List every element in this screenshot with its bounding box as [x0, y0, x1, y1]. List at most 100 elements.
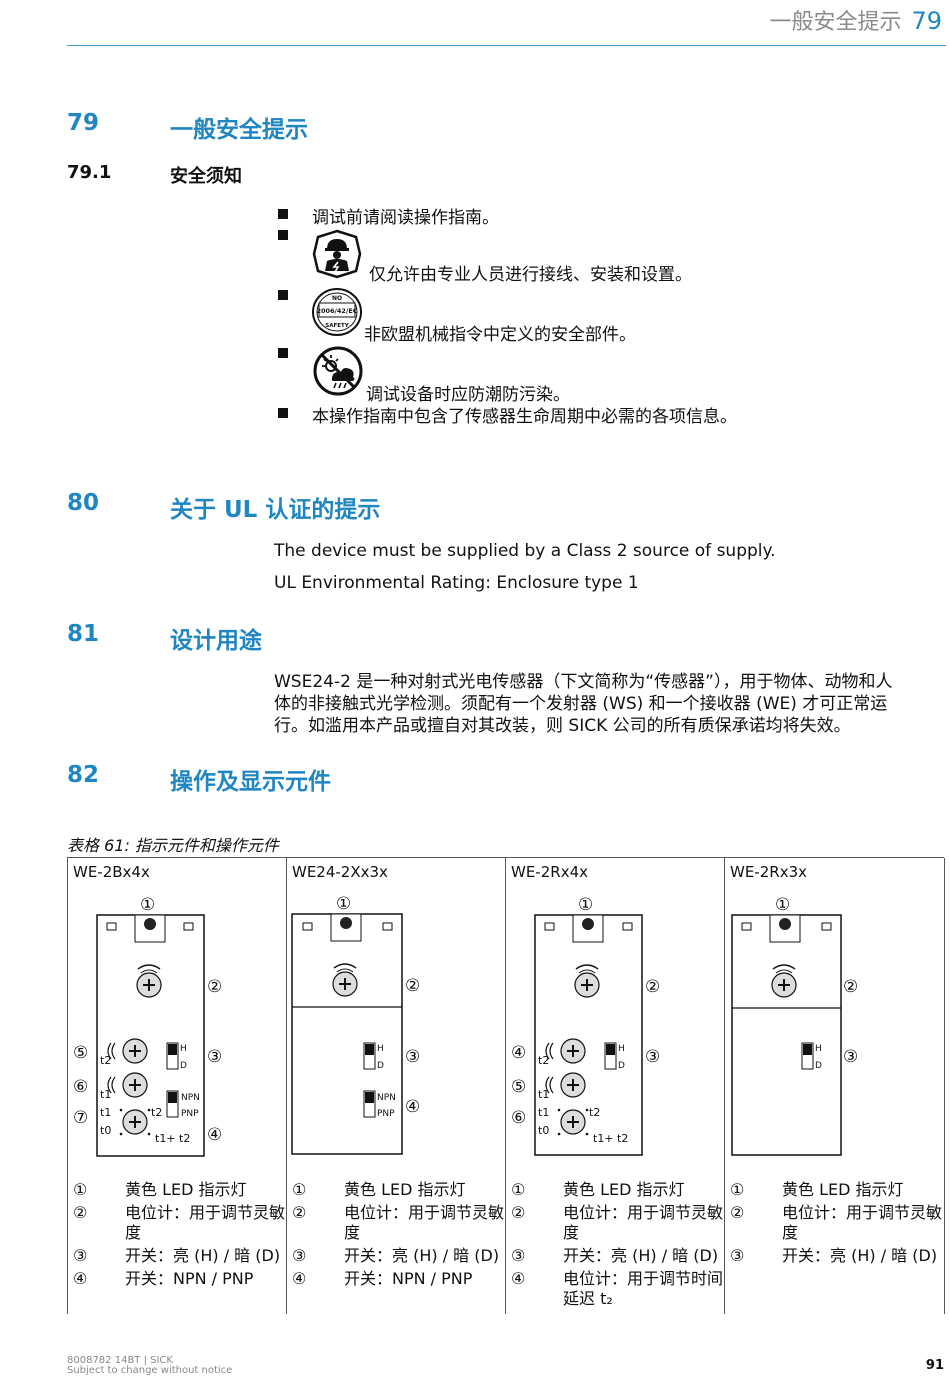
table-caption: 表格 61: 指示元件和操作元件 [67, 836, 279, 855]
legend-text: 开关：亮 (H) / 暗 (D) [563, 1246, 719, 1265]
intended-use-line: WSE24-2 是一种对射式光电传感器（下文简称为“传感器”），用于物体、动物和… [274, 672, 893, 692]
section-79-1-number: 79.1 [67, 162, 112, 183]
legend-text: 开关：亮 (H) / 暗 (D) [782, 1246, 938, 1265]
callout-1: ① [140, 895, 155, 915]
sensor-diagram-we-2bx4x: ① ② t2 ⑤ t1 ⑥ t1 t0 [73, 895, 222, 1157]
legend-text: 电位计：用于调节灵敏度 [344, 1203, 505, 1242]
callout-4: ④ [405, 1097, 420, 1117]
label-t1: t1 [100, 1088, 111, 1101]
callout-4: ④ [207, 1125, 222, 1145]
label-t2: t2 [100, 1054, 111, 1067]
legend-item: ③ 开关：亮 (H) / 暗 (D) [511, 1246, 725, 1266]
callout-6: ⑥ [511, 1108, 526, 1128]
safety-item-read-manual: 调试前请阅读操作指南。 [312, 208, 499, 228]
running-header: 一般安全提示 79 [769, 4, 942, 36]
callout-2: ② [843, 977, 858, 997]
legend-text: 开关：亮 (H) / 暗 (D) [125, 1246, 281, 1265]
label-h: H [180, 1044, 187, 1054]
legend-number: ② [73, 1203, 88, 1222]
legend-number: ① [730, 1180, 745, 1199]
label-pnp: PNP [181, 1109, 199, 1119]
callout-4: ④ [511, 1043, 526, 1063]
label-npn: NPN [377, 1093, 396, 1103]
running-header-page-number: 79 [911, 7, 942, 35]
section-82-number: 82 [67, 762, 100, 788]
label-t1-plus-t2: t1+ t2 [155, 1132, 190, 1145]
sensor-diagram-we-2rx3x: ① ② H D ③ [731, 895, 858, 1156]
legend-number: ④ [292, 1269, 307, 1288]
legend-number: ① [292, 1180, 307, 1199]
callout-2: ② [207, 977, 222, 997]
legend-item: ④ 电位计：用于调节时间延迟 t₂ [511, 1269, 725, 1309]
label-t2: t2 [538, 1054, 549, 1067]
no-safety-icon-line2: 2006/42/EC [316, 307, 357, 315]
column-header: WE-2Rx4x [511, 863, 588, 881]
section-82-title: 操作及显示元件 [170, 769, 331, 795]
table-column-we24-2xx3x: WE24-2Xx3x ① ② H D ③ [286, 858, 506, 1314]
section-79-number: 79 [67, 110, 100, 136]
callout-3: ③ [405, 1047, 420, 1067]
elements-table: WE-2Bx4x ① ② t2 ⑤ [67, 857, 945, 1314]
label-d: D [618, 1061, 625, 1071]
callout-5: ⑤ [73, 1043, 88, 1063]
no-safety-icon-line3: SAFETY [325, 323, 349, 329]
legend-text: 电位计：用于调节灵敏度 [782, 1203, 943, 1242]
label-t0: t0 [538, 1124, 549, 1137]
table-column-we-2rx3x: WE-2Rx3x ① ② H D ③ [724, 858, 945, 1314]
label-t1-plus-t2: t1+ t2 [593, 1132, 628, 1145]
section-80-title: 关于 UL 认证的提示 [170, 497, 381, 523]
list-bullet [278, 408, 288, 418]
table-column-we-2bx4x: WE-2Bx4x ① ② t2 ⑤ [67, 858, 287, 1314]
legend-text: 黄色 LED 指示灯 [344, 1180, 466, 1199]
footer-notice: Subject to change without notice [67, 1365, 233, 1376]
label-pnp: PNP [377, 1109, 395, 1119]
running-header-title: 一般安全提示 [769, 10, 902, 35]
safety-item-qualified-personnel: 仅允许由专业人员进行接线、安装和设置。 [369, 265, 692, 285]
safety-item-not-safety-component: 非欧盟机械指令中定义的安全部件。 [364, 325, 636, 345]
legend-text: 黄色 LED 指示灯 [125, 1180, 247, 1199]
qualified-personnel-icon [312, 229, 362, 283]
legend-text: 开关：NPN / PNP [344, 1269, 473, 1288]
legend-text: 电位计：用于调节灵敏度 [563, 1203, 724, 1242]
callout-1: ① [336, 894, 351, 914]
column-header: WE-2Bx4x [73, 863, 150, 881]
list-bullet [278, 290, 288, 300]
legend-number: ③ [292, 1246, 307, 1265]
ul-class2-text: The device must be supplied by a Class 2… [274, 541, 776, 561]
label-h: H [815, 1044, 822, 1054]
label-t1: t1 [538, 1106, 549, 1119]
legend-number: ③ [511, 1246, 526, 1265]
list-bullet [278, 348, 288, 358]
section-79-title: 一般安全提示 [170, 117, 308, 143]
column-header: WE-2Rx3x [730, 863, 807, 881]
footer-page-number: 91 [925, 1358, 944, 1373]
legend-item: ④ 开关：NPN / PNP [292, 1269, 506, 1289]
legend-text: 黄色 LED 指示灯 [563, 1180, 685, 1199]
legend-text: 电位计：用于调节时间延迟 t₂ [563, 1269, 724, 1308]
intended-use-line: 行。如滥用本产品或擅自对其改装，则 SICK 公司的所有质保承诺均将失效。 [274, 716, 851, 736]
ul-enclosure-text: UL Environmental Rating: Enclosure type … [274, 573, 639, 593]
section-80-number: 80 [67, 490, 100, 516]
no-safety-component-icon: NO 2006/42/EC SAFETY [311, 287, 363, 341]
intended-use-line: 体的非接触式光学检测。须配有一个发射器 (WS) 和一个接收器 (WE) 才可正… [274, 694, 888, 714]
legend-number: ④ [511, 1269, 526, 1288]
list-bullet [278, 209, 288, 219]
safety-item-lifecycle-info: 本操作指南中包含了传感器生命周期中必需的各项信息。 [312, 407, 737, 427]
legend-number: ② [292, 1203, 307, 1222]
sensor-diagram-we-2rx4x: ① ② t2 ④ t1 ⑤ t1 t0 [511, 895, 660, 1156]
label-t2: t2 [589, 1106, 600, 1119]
label-h: H [377, 1044, 384, 1054]
legend-text: 开关：NPN / PNP [125, 1269, 254, 1288]
section-81-title: 设计用途 [170, 628, 262, 654]
callout-1: ① [775, 895, 790, 915]
